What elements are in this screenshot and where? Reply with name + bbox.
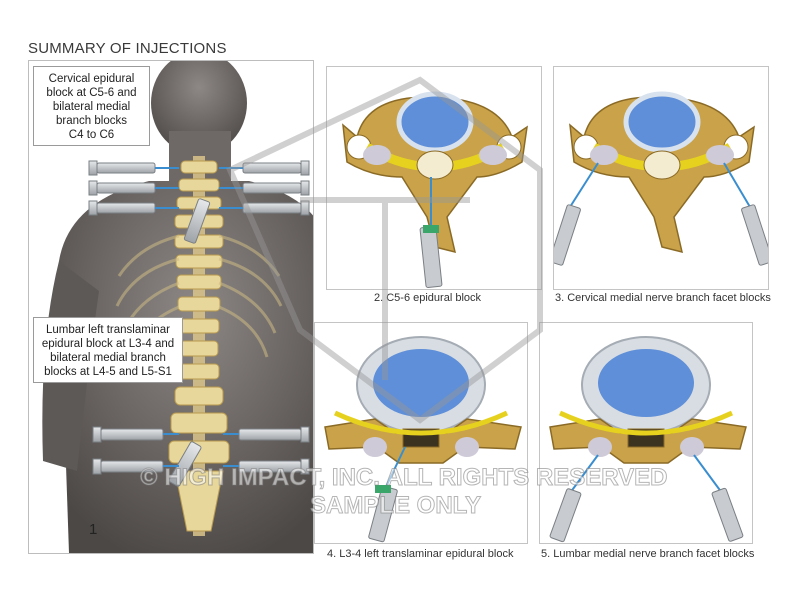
lumbar-needles: [163, 433, 239, 467]
cervical-syringes: [88, 160, 310, 244]
back-figure-panel: 1: [28, 60, 314, 554]
lumbar-note-line: blocks at L4-5 and L5-S1: [44, 366, 172, 378]
watermark-copyright: © HIGH IMPACT, INC. ALL RIGHTS RESERVED: [140, 464, 669, 492]
watermark-sample: SAMPLE ONLY: [309, 492, 482, 520]
panel-cervical-epidural: [326, 66, 542, 290]
cervical-needles: [155, 167, 243, 209]
lumbar-note-line: epidural block at L3-4 and: [41, 338, 175, 350]
page-title: SUMMARY OF INJECTIONS: [28, 40, 227, 57]
panel-lumbar-epidural: [314, 322, 528, 544]
caption-panel-5: 5. Lumbar medial nerve branch facet bloc…: [541, 548, 755, 560]
lumbar-note-line: bilateral medial branch: [50, 352, 166, 364]
cervical-note-line: branch blocks: [56, 115, 127, 127]
cervical-note: Cervical epidural block at C5-6 and bila…: [33, 66, 150, 146]
panel-lumbar-facet: [539, 322, 753, 544]
panel-cervical-facet: [553, 66, 769, 290]
caption-panel-4: 4. L3-4 left translaminar epidural block: [327, 548, 514, 560]
lumbar-vertebra-illustration: [324, 336, 522, 543]
lumbar-note-line: Lumbar left translaminar: [46, 324, 170, 336]
cervical-note-line: C4 to C6: [68, 129, 115, 141]
back-illustration: [42, 61, 313, 553]
lumbar-syringes: [92, 426, 310, 487]
cervical-note-line: block at C5-6 and: [46, 87, 137, 99]
cervical-facet-illustration: [554, 91, 768, 266]
cervical-note-line: bilateral medial: [52, 101, 131, 113]
lumbar-facet-illustration: [549, 336, 747, 543]
caption-panel-2: 2. C5-6 epidural block: [374, 292, 482, 304]
figure-number: 1: [89, 521, 98, 538]
caption-panel-3: 3. Cervical medial nerve branch facet bl…: [555, 292, 771, 304]
cervical-note-line: Cervical epidural: [48, 73, 135, 85]
cervical-vertebra-illustration: [342, 91, 528, 288]
lumbar-note: Lumbar left translaminar epidural block …: [33, 317, 183, 383]
